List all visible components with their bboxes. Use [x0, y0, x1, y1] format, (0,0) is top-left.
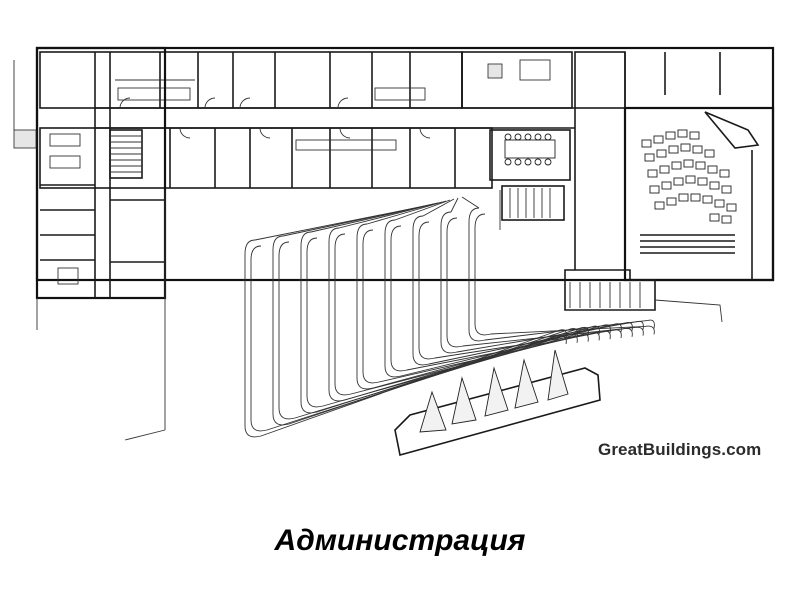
parking-lane-line	[390, 225, 622, 372]
parking-lane-line	[412, 215, 633, 366]
source-watermark: GreatBuildings.com	[598, 440, 762, 459]
parking-lane-line	[278, 241, 578, 420]
central-core	[461, 51, 626, 270]
parking-lanes	[244, 196, 655, 438]
entry-stairs	[564, 269, 723, 323]
parking-lane-line	[468, 207, 655, 342]
parking-lane-top	[422, 198, 455, 217]
parking-lane-line	[446, 217, 644, 348]
parking-lane-line	[356, 223, 611, 390]
parking-lane-top	[394, 199, 451, 221]
auditorium	[623, 52, 775, 282]
north-wing	[35, 46, 775, 282]
parking-lane-line	[300, 231, 589, 414]
parking-lane-top	[450, 197, 459, 213]
parking-lane-line	[306, 237, 589, 408]
parking-lane-top	[461, 196, 480, 209]
parking-lane-top	[338, 201, 443, 229]
sculpture-island	[394, 349, 601, 456]
parking-lane-line	[362, 229, 611, 384]
site-boundary	[13, 60, 501, 441]
image-caption: Администрация	[274, 524, 526, 557]
west-wing	[13, 46, 167, 300]
parking-lane-top	[310, 202, 439, 233]
parking-lane-line	[474, 213, 655, 336]
parking-lane-top	[366, 200, 447, 225]
parking-lane-line	[418, 221, 633, 360]
parking-lane-line	[440, 211, 644, 354]
